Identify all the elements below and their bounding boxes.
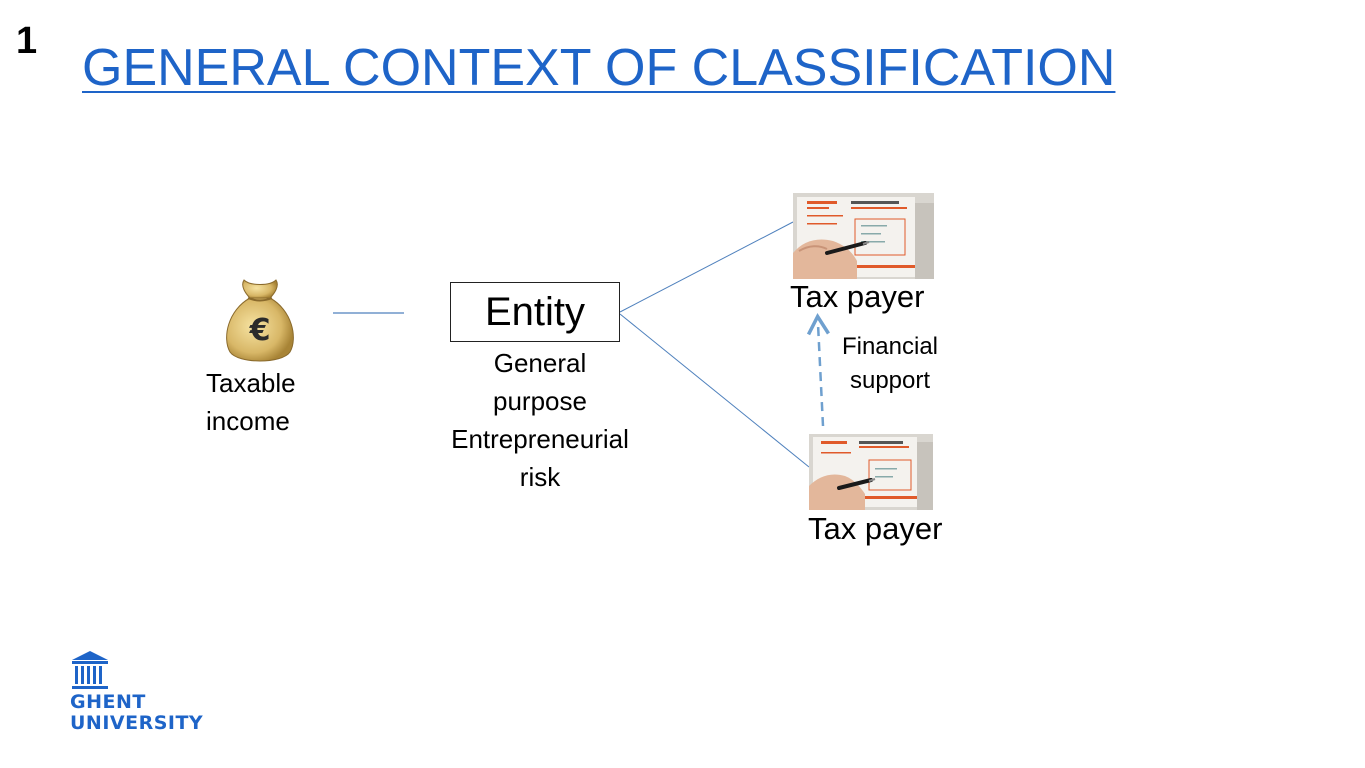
entity-to-taxpayer-top-connector bbox=[619, 221, 794, 313]
financial-support-line2: support bbox=[849, 367, 931, 394]
financial-support-arrow bbox=[806, 312, 830, 427]
tax-form-photo-top bbox=[793, 193, 934, 279]
entity-box[interactable]: Entity bbox=[450, 282, 620, 342]
financial-support-line1: Financial bbox=[841, 333, 939, 360]
entity-desc-line2: purpose bbox=[493, 386, 587, 416]
ghent-university-logo-text: GHENT UNIVERSITY bbox=[70, 692, 203, 734]
tax-form-photo-bottom bbox=[809, 434, 933, 510]
university-building-icon bbox=[72, 651, 108, 689]
entity-label: Entity bbox=[484, 289, 586, 334]
entity-description: General purpose Entrepreneurial risk bbox=[420, 344, 660, 496]
logo-line1: GHENT bbox=[70, 691, 146, 713]
taxable-income-label: Taxable income bbox=[206, 364, 336, 440]
entity-desc-line1: General bbox=[493, 348, 587, 378]
money-bag-euro-icon: € bbox=[226, 279, 294, 362]
logo-line2: UNIVERSITY bbox=[70, 712, 204, 734]
taxpayer-top-label: Tax payer bbox=[790, 279, 925, 314]
svg-text:€: € bbox=[249, 313, 271, 348]
taxable-income-line2: income bbox=[206, 406, 290, 436]
entity-desc-line3: Entrepreneurial bbox=[451, 424, 629, 454]
entity-desc-line4: risk bbox=[519, 462, 561, 492]
entity-to-taxpayer-bottom-connector bbox=[619, 313, 810, 468]
taxable-income-line1: Taxable bbox=[206, 368, 296, 398]
financial-support-label: Financial support bbox=[820, 330, 960, 398]
slide-number: 1 bbox=[16, 20, 38, 62]
page-title[interactable]: GENERAL CONTEXT OF CLASSIFICATION bbox=[82, 39, 1116, 97]
taxpayer-bottom-label: Tax payer bbox=[808, 511, 943, 546]
